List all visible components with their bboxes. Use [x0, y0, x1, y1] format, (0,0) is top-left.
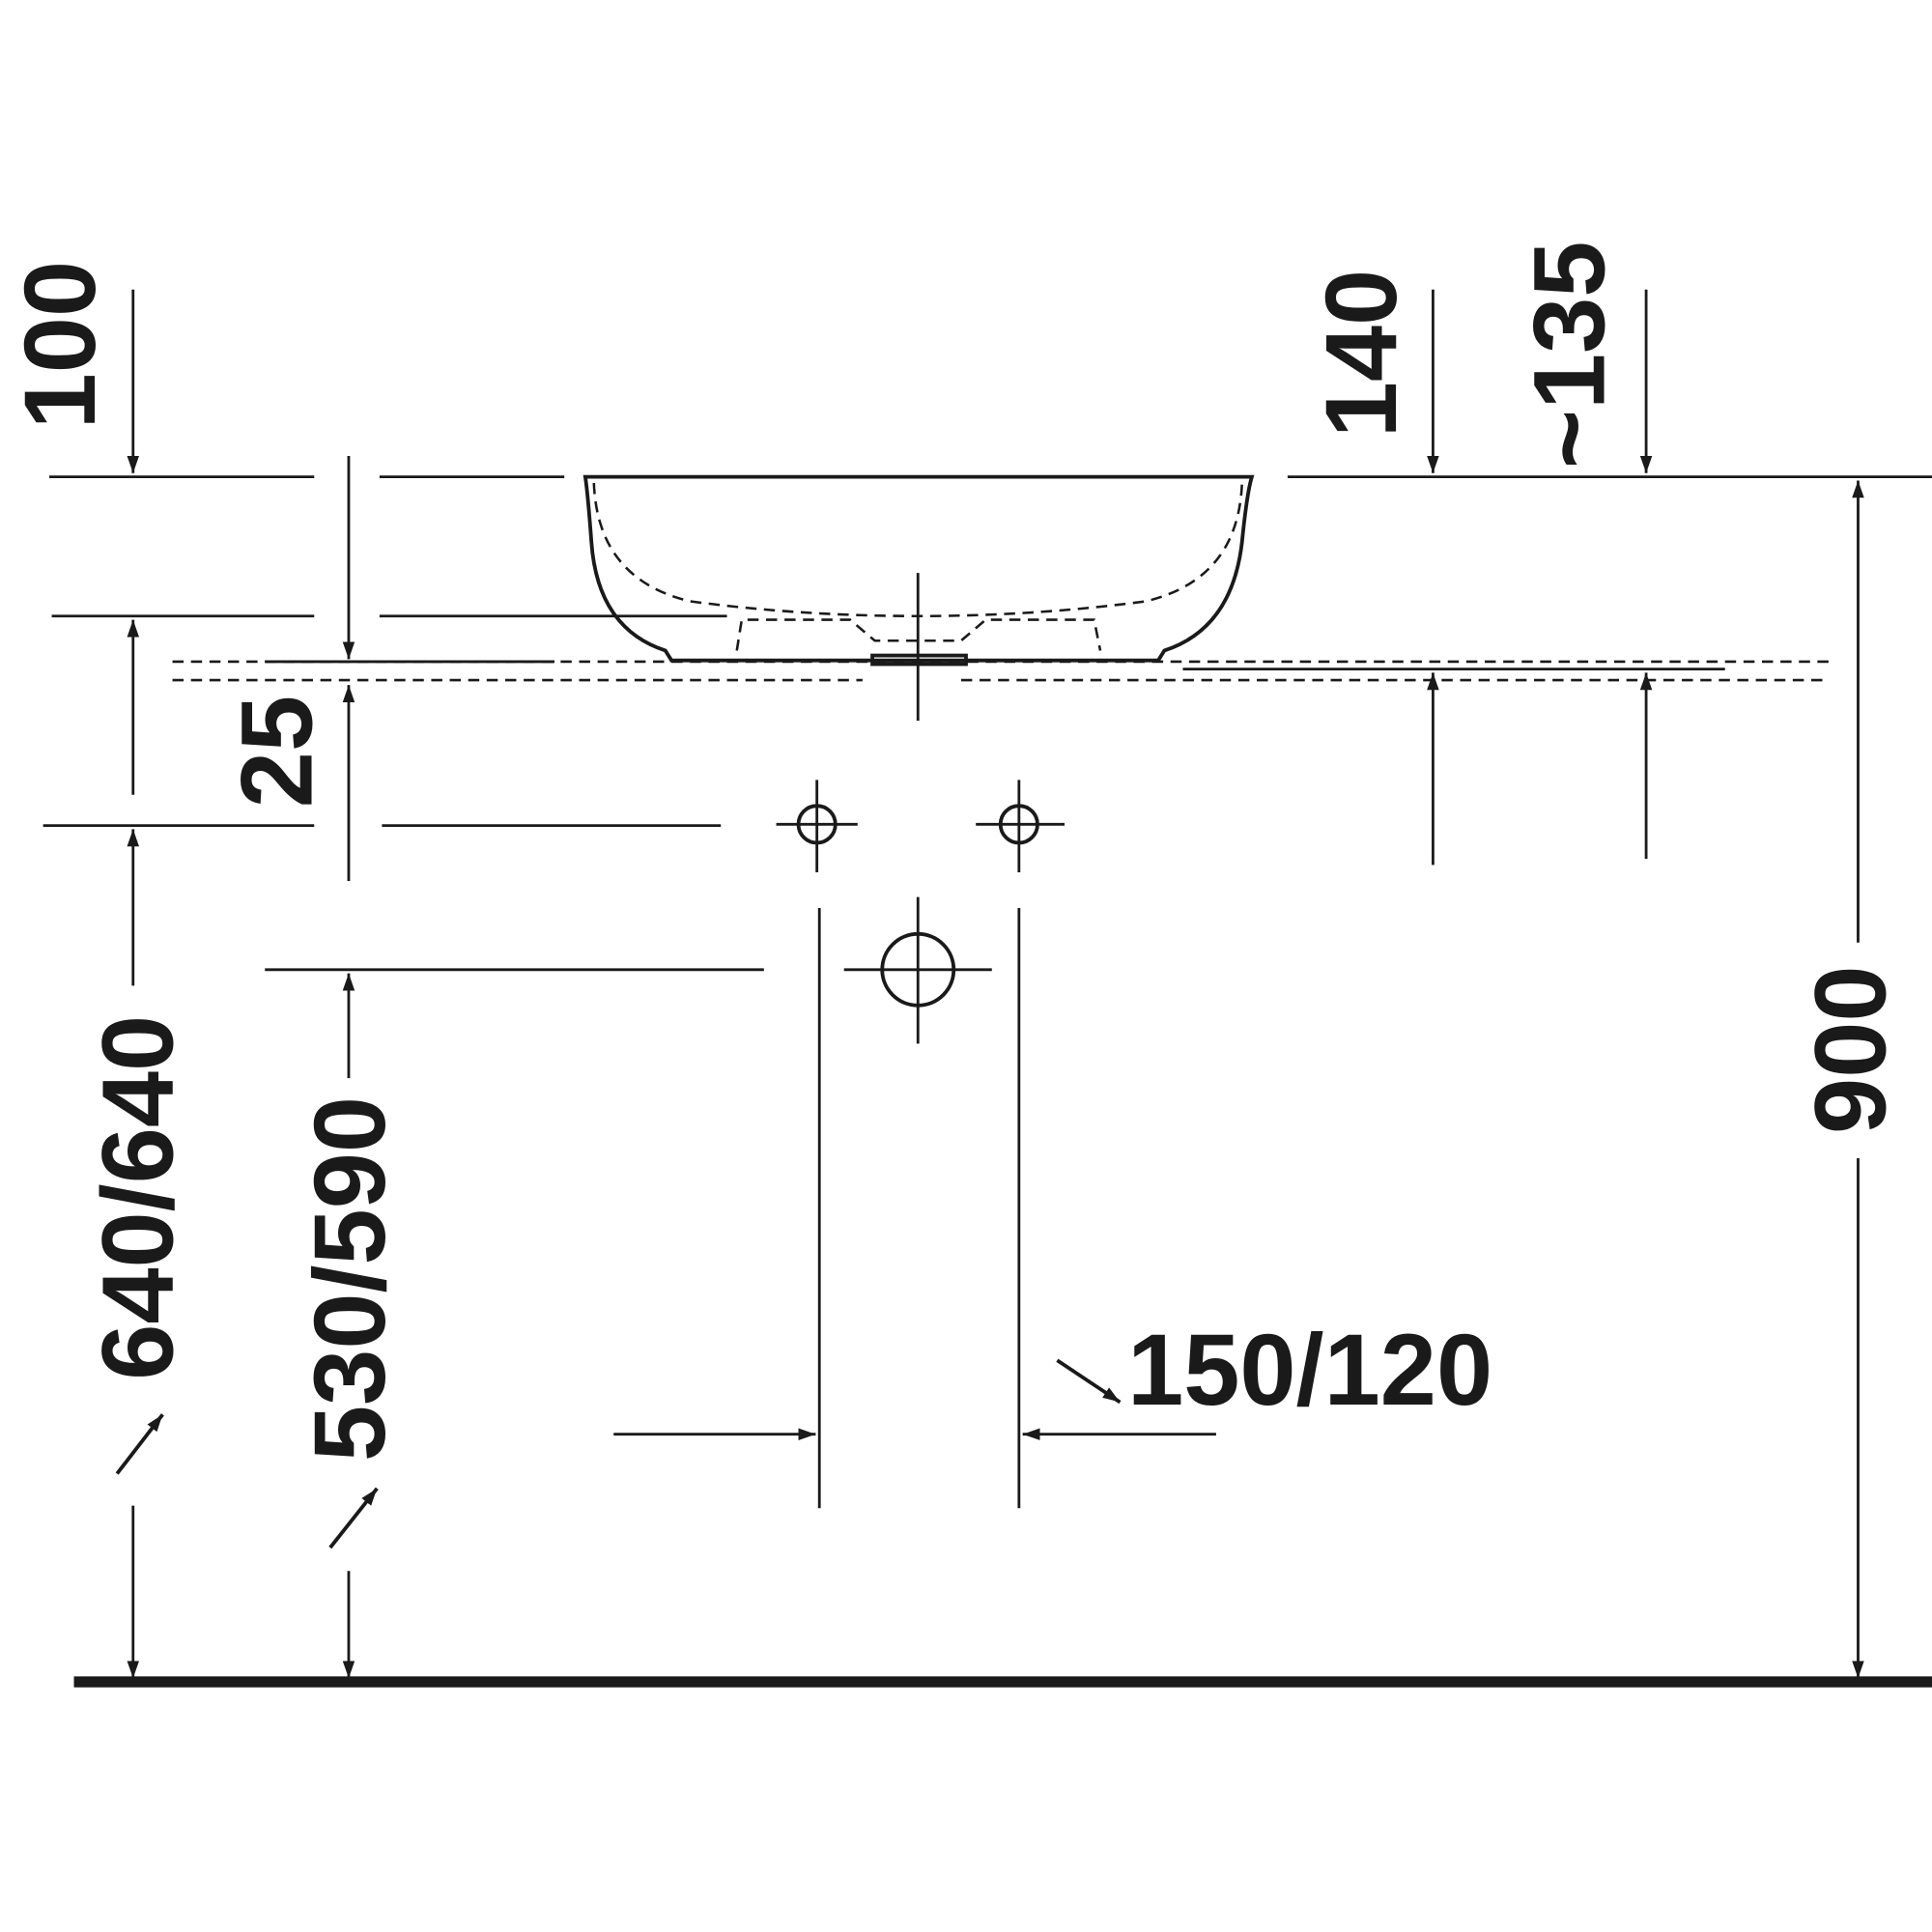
connections — [776, 573, 1065, 1509]
dim-label-530-590: 530/590 — [294, 1096, 407, 1462]
dim-label-140: 140 — [1305, 270, 1418, 438]
dim-label-25: 25 — [221, 696, 334, 808]
drain-connection — [843, 896, 992, 1044]
dim-label-135: ~135 — [1514, 242, 1627, 469]
water-connection-right — [976, 780, 1065, 873]
dim-label-640-640: 640/640 — [82, 1015, 195, 1380]
dimension-arrows — [115, 289, 1864, 1679]
dim-label-100: 100 — [4, 261, 117, 429]
dim-label-150-120: 150/120 — [1127, 1314, 1492, 1427]
dim-label-900: 900 — [1795, 965, 1908, 1133]
water-connection-left — [776, 780, 858, 873]
reference-lines — [43, 475, 1932, 972]
